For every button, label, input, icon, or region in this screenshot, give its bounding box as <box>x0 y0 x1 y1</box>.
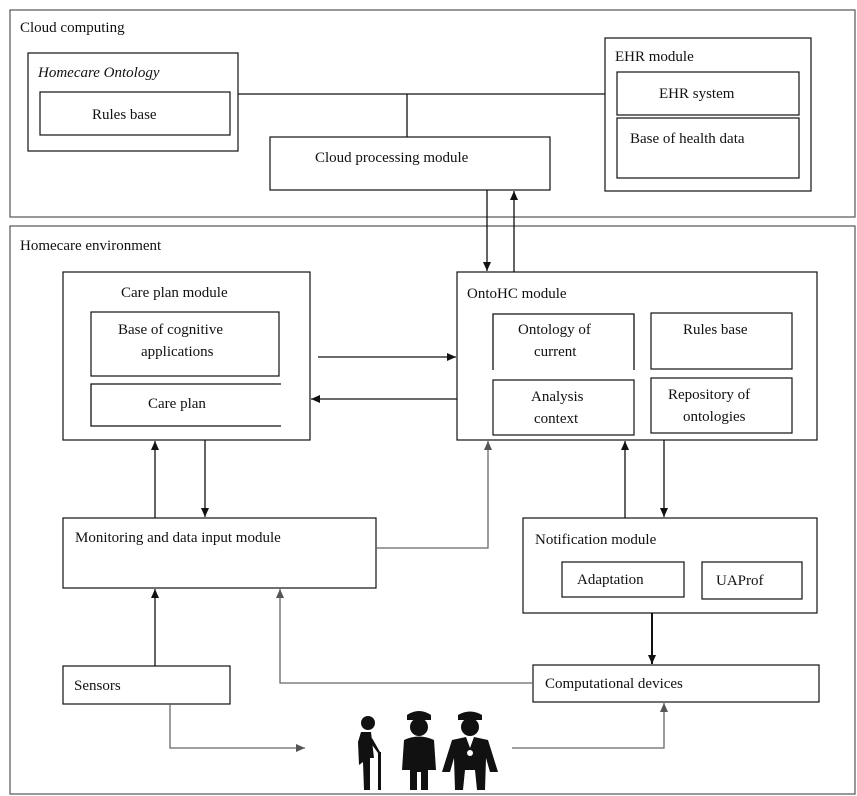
analysis-context-line1: Analysis <box>531 389 584 405</box>
ontology-current-line2: current <box>534 344 577 360</box>
ehr-module-box: EHR module EHR system Base of health dat… <box>604 37 812 192</box>
homecare-ontology-title: Homecare Ontology <box>37 65 160 81</box>
uaprof-label: UAProf <box>716 573 764 589</box>
ehr-module-title: EHR module <box>615 49 694 65</box>
elderly-with-cane-icon <box>358 716 381 790</box>
cloud-computing-label: Cloud computing <box>20 20 125 36</box>
ontology-current-line1: Ontology of <box>518 322 591 338</box>
ehr-system-label: EHR system <box>659 86 735 102</box>
homecare-environment-region: Homecare environment <box>9 225 856 795</box>
computational-devices-label: Computational devices <box>545 676 683 692</box>
cloud-processing-module-box: Cloud processing module <box>269 136 551 191</box>
notification-module-title: Notification module <box>535 532 657 548</box>
monitoring-module-box: Monitoring and data input module <box>62 517 377 589</box>
cognitive-apps-line2: applications <box>141 344 214 360</box>
analysis-context-line2: context <box>534 411 579 427</box>
ontohc-module-title: OntoHC module <box>467 286 567 302</box>
repository-line1: Repository of <box>668 387 750 403</box>
monitoring-module-label: Monitoring and data input module <box>75 530 281 546</box>
connectors-arrows <box>151 190 668 752</box>
cognitive-apps-line1: Base of cognitive <box>118 322 223 338</box>
notification-module-box: Notification module Adaptation UAProf <box>522 517 818 614</box>
nurse-icon <box>402 711 436 790</box>
cloud-computing-region: Cloud computing <box>9 9 856 218</box>
arrow-devices-to-monitoring <box>276 589 533 684</box>
care-plan-module-box: Care plan module Base of cognitive appli… <box>62 271 311 441</box>
ontohc-rules-base-label: Rules base <box>683 322 748 338</box>
care-plan-module-title: Care plan module <box>121 285 228 301</box>
homecare-ontology-box: Homecare Ontology Rules base <box>27 52 239 152</box>
computational-devices-box: Computational devices <box>532 664 820 703</box>
repository-line2: ontologies <box>683 409 746 425</box>
ontohc-module-box: OntoHC module Ontology of current Analys… <box>456 271 818 441</box>
sensors-label: Sensors <box>74 678 121 694</box>
arrow-sensors-to-people <box>169 704 305 752</box>
cloud-rules-base-label: Rules base <box>92 107 157 123</box>
doctor-icon <box>442 711 498 790</box>
adaptation-label: Adaptation <box>577 572 644 588</box>
homecare-environment-label: Homecare environment <box>20 238 162 254</box>
cloud-connectors <box>238 93 605 137</box>
health-data-label: Base of health data <box>630 131 745 147</box>
sensors-box: Sensors <box>62 665 231 705</box>
arrow-monitoring-to-ontohc <box>376 441 492 549</box>
care-plan-label: Care plan <box>148 396 206 412</box>
arrow-people-to-devices <box>512 703 668 749</box>
cloud-processing-label: Cloud processing module <box>315 150 469 166</box>
